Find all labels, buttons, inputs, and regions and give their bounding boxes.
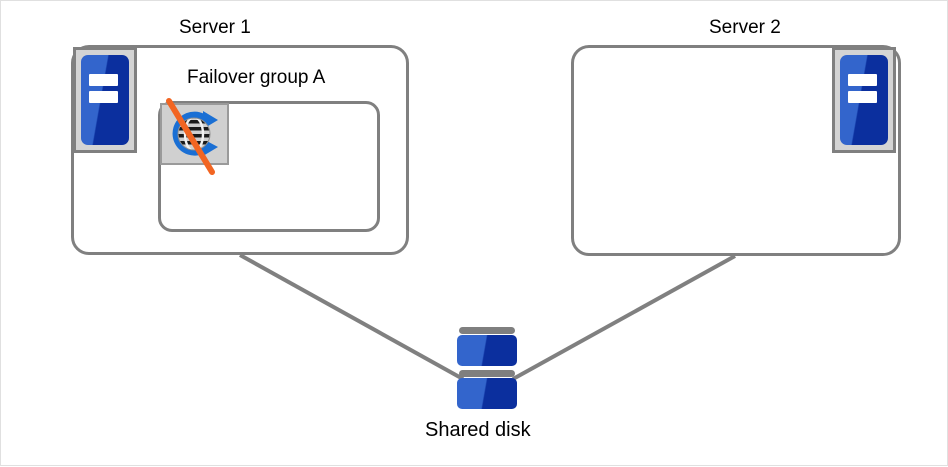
failover-resource-disabled-icon [160,98,229,175]
server-tower-icon [73,47,137,153]
server-tower-body [840,55,888,145]
link-server2-disk [512,254,736,381]
server-tower-slot-1 [88,73,119,86]
disk-platter-body [457,378,517,409]
server1-label: Server 1 [179,17,251,38]
disk-platter-cap [459,370,515,377]
link-server1-disk [239,253,464,381]
server-tower-slot-2 [88,91,119,103]
server2-label: Server 2 [709,17,781,38]
server-tower-icon [832,47,896,153]
disk-platter-body [457,335,517,366]
server-tower-body [81,55,129,145]
server-tower-slot-1 [847,73,878,86]
shared-disk-label: Shared disk [425,419,531,441]
server-tower-slot-2 [847,91,878,103]
shared-disk-icon [457,327,517,409]
failover-group-label: Failover group A [187,67,326,88]
disk-platter-cap [459,327,515,334]
disabled-slash [166,98,215,175]
